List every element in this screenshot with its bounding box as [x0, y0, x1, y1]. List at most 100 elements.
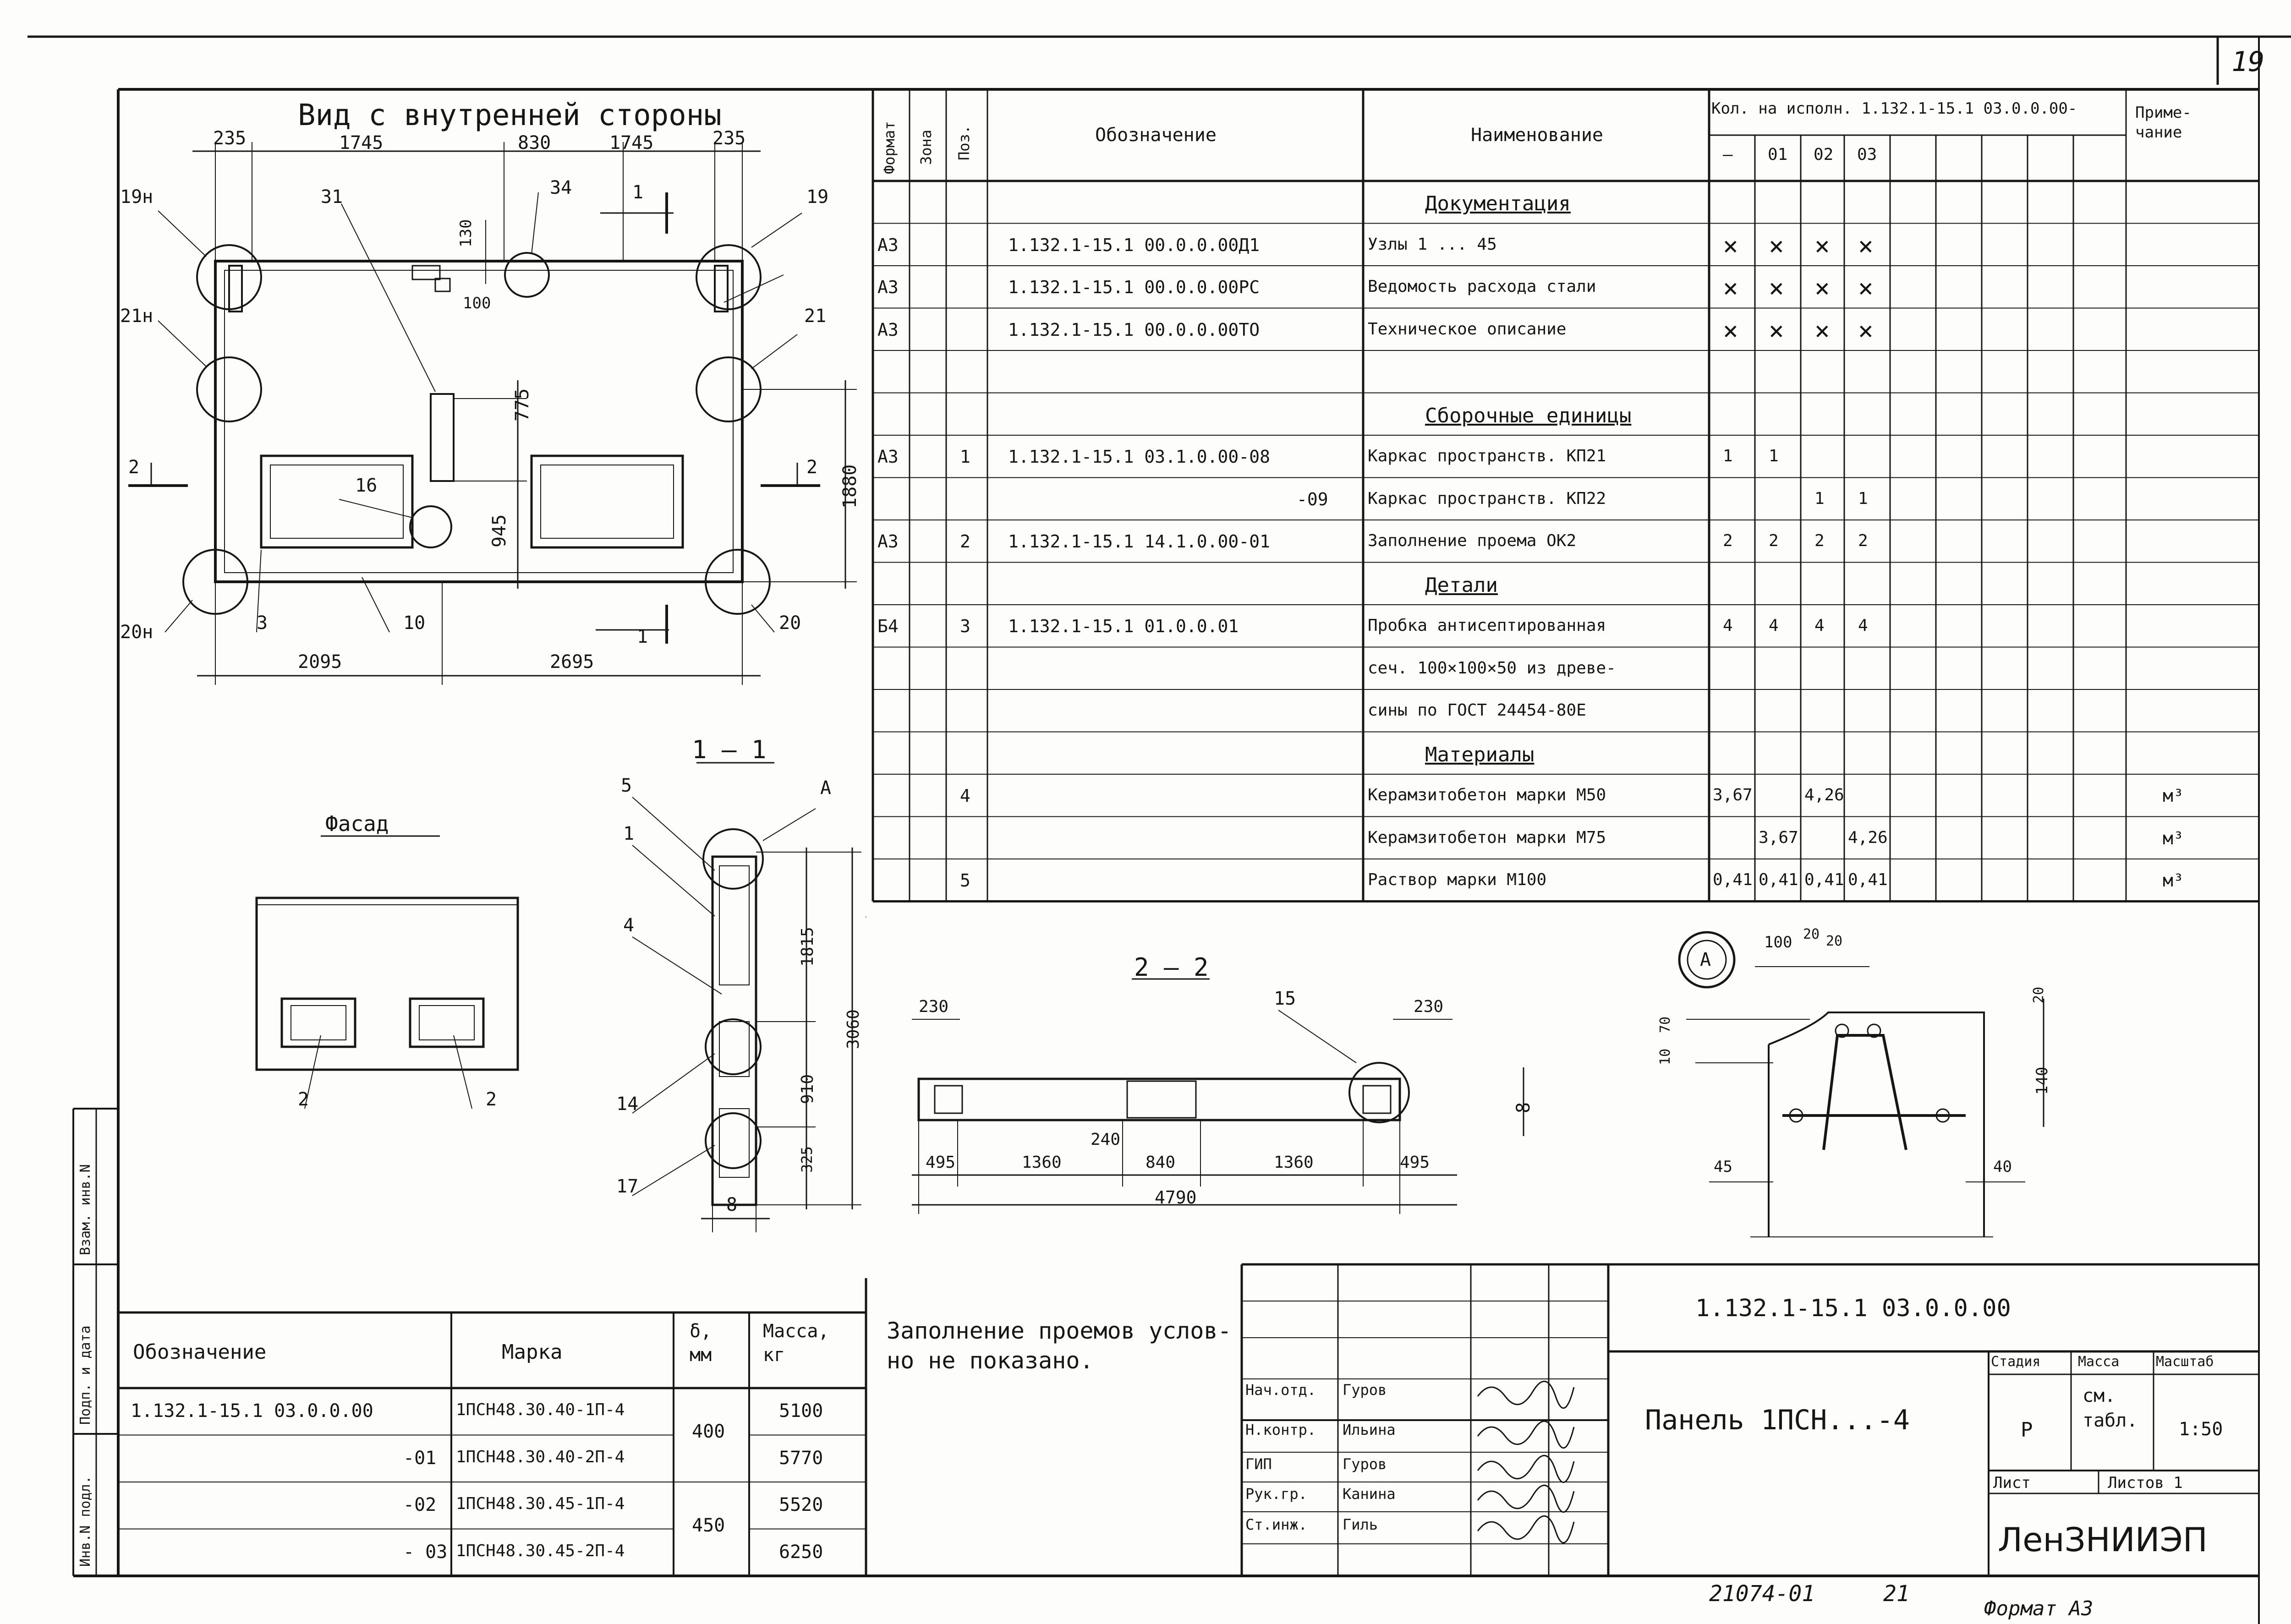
table-cell: 450 — [692, 1515, 725, 1536]
table-cell: 4 — [1769, 616, 1779, 635]
dim: 240 — [1091, 1130, 1121, 1149]
table-cell: 5520 — [779, 1494, 823, 1515]
dim: 1360 — [1274, 1153, 1314, 1172]
callout: 21 — [804, 306, 827, 327]
table-cell: м³ — [2163, 870, 2184, 891]
table-cell: 1ПСН48.30.40-2П-4 — [456, 1447, 625, 1466]
table-cell: × — [1858, 273, 1874, 303]
callout: 34 — [550, 177, 572, 198]
table-cell: × — [1769, 316, 1784, 346]
table-cell: Пробка антисептированная — [1368, 616, 1606, 635]
table-cell: 3 — [960, 616, 970, 636]
dim: 20 — [2031, 986, 2047, 1003]
table-cell: А3 — [877, 319, 899, 340]
dim: 1815 — [798, 927, 817, 967]
table-cell: Р — [2021, 1418, 2033, 1442]
table-cell: Керамзитобетон марки М50 — [1368, 786, 1606, 804]
table-cell: 01 — [1768, 145, 1788, 164]
table-cell: Наименование — [1471, 125, 1603, 146]
table-cell: Лист — [1993, 1474, 2031, 1492]
table-cell: 0,41 — [1848, 870, 1888, 889]
dim: 3060 — [844, 1009, 863, 1049]
table-cell: × — [1814, 273, 1830, 303]
callout: 1 — [632, 182, 644, 203]
table-cell: Ведомость расхода стали — [1368, 277, 1596, 296]
format-label: Формат А3 — [1984, 1597, 2094, 1620]
table-cell: 6250 — [779, 1541, 823, 1563]
dim: 20 — [1803, 926, 1820, 942]
dim: 1745 — [609, 132, 654, 153]
dim: 45 — [1714, 1158, 1732, 1176]
note-line: но не показано. — [887, 1347, 1094, 1374]
table-cell: Гиль — [1343, 1516, 1378, 1533]
table-cell: 4 — [1723, 616, 1733, 635]
table-cell: Кол. на исполн. 1.132.1-15.1 03.0.0.00- — [1711, 99, 2077, 118]
table-cell: Документация — [1425, 192, 1571, 215]
dim: 10 — [1657, 1048, 1673, 1065]
sheet-number: 19 — [2231, 46, 2265, 78]
table-cell: -09 — [1297, 489, 1328, 509]
table-cell: 1 — [1723, 447, 1733, 465]
table-cell: 1.132.1-15.1 00.0.0.00ТО — [1008, 319, 1260, 340]
section-2-title: 2 — 2 — [1134, 953, 1209, 982]
table-cell: Рук.гр. — [1245, 1485, 1307, 1503]
signature-mark — [1477, 1515, 1575, 1544]
table-cell: × — [1814, 231, 1830, 261]
stamp-label: Взам. инв.N — [77, 1164, 93, 1255]
callout: 1 — [623, 823, 635, 844]
signature-mark — [1477, 1381, 1575, 1409]
node-a-label: А — [1700, 949, 1711, 970]
table-cell: 03 — [1857, 145, 1877, 164]
table-cell: × — [1769, 273, 1784, 303]
table-cell: × — [1723, 273, 1738, 303]
table-cell: Керамзитобетон марки М75 — [1368, 828, 1606, 847]
callout: 5 — [621, 775, 632, 796]
table-cell: 2 — [960, 531, 970, 552]
table-cell: Масса, кг — [763, 1321, 829, 1366]
dim: 1880 — [839, 464, 860, 509]
table-cell: 1 — [1814, 489, 1825, 508]
table-cell: Листов 1 — [2108, 1474, 2183, 1492]
table-cell: Приме- чание — [2135, 104, 2192, 142]
table-cell: × — [1858, 231, 1874, 261]
table-cell: 5770 — [779, 1447, 823, 1469]
table-cell: м³ — [2163, 828, 2184, 848]
callout: А — [820, 777, 832, 798]
table-cell: Зона — [917, 129, 935, 165]
table-cell: 1:50 — [2179, 1419, 2223, 1440]
dim: 1745 — [339, 132, 384, 153]
callout: 31 — [321, 186, 343, 208]
signature-mark — [1477, 1455, 1575, 1483]
dim: 230 — [1414, 997, 1444, 1016]
table-cell: δ, мм — [690, 1321, 712, 1366]
callout: 15 — [1274, 988, 1296, 1009]
callout: 1 — [637, 626, 648, 647]
callout: 3 — [257, 612, 268, 634]
table-cell: × — [1858, 316, 1874, 346]
table-cell: 3,67 — [1713, 786, 1753, 804]
table-cell: × — [1723, 316, 1738, 346]
table-cell: Нач.отд. — [1245, 1381, 1316, 1399]
table-cell: Масса — [2078, 1354, 2120, 1370]
table-cell: -02 — [403, 1494, 437, 1515]
table-cell: 2 — [1814, 531, 1825, 550]
table-cell: 5 — [960, 870, 970, 891]
table-cell: Обозначение — [133, 1340, 267, 1364]
callout: 19н — [120, 186, 153, 208]
table-cell: Б4 — [877, 616, 899, 636]
table-cell: Гуров — [1343, 1455, 1387, 1473]
table-cell: Канина — [1343, 1485, 1396, 1503]
table-cell: 1.132.1-15.1 00.0.0.00Д1 — [1008, 235, 1260, 255]
table-cell: 3,67 — [1759, 828, 1798, 847]
callout: 14 — [616, 1094, 639, 1115]
table-cell: 2 — [1723, 531, 1733, 550]
dim: 230 — [919, 997, 949, 1016]
table-cell: × — [1723, 231, 1738, 261]
dim: 20 — [1826, 933, 1843, 949]
table-cell: 1.132.1-15.1 03.0.0.00 — [131, 1400, 373, 1422]
table-cell: 1 — [1858, 489, 1868, 508]
dim: 130 — [457, 219, 475, 247]
table-cell: А3 — [877, 277, 899, 297]
table-cell: Обозначение — [1095, 125, 1217, 146]
